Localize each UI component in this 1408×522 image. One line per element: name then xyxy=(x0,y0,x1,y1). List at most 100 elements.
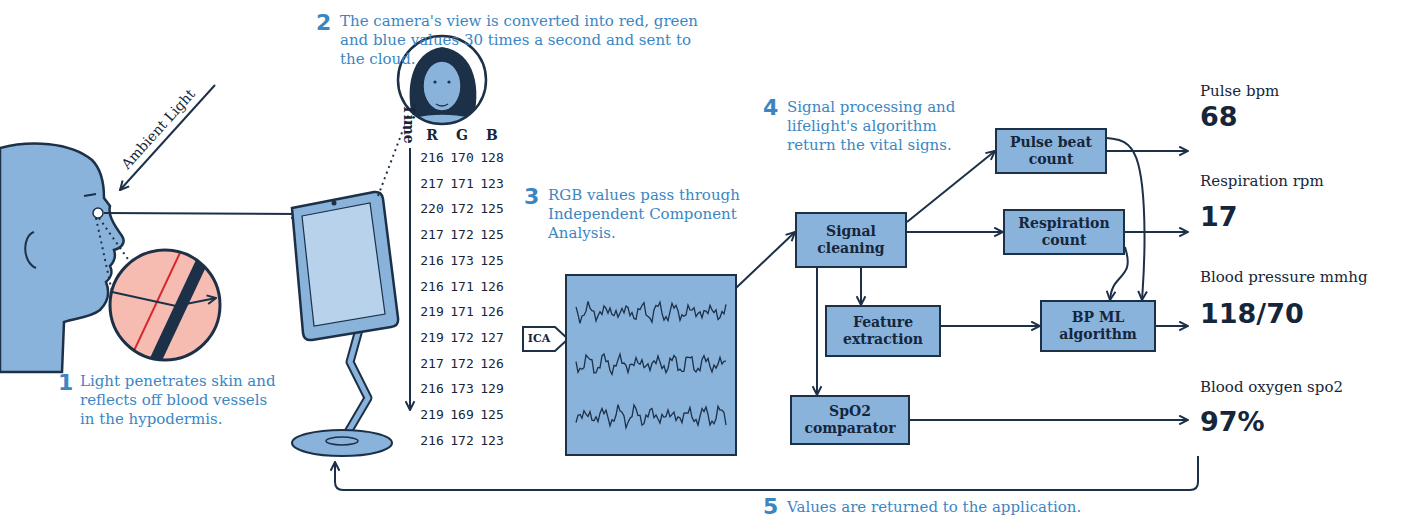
face-profile xyxy=(0,144,124,372)
table-cell: 128 xyxy=(477,150,507,166)
face-profile xyxy=(25,232,36,268)
table-cell: 172 xyxy=(447,433,477,449)
skin-magnifier xyxy=(105,245,230,370)
table-cell: 170 xyxy=(447,150,477,166)
column-header: G xyxy=(447,127,477,143)
process-box: Pulse beat count xyxy=(995,128,1107,174)
portrait xyxy=(447,80,450,83)
signal-trace xyxy=(576,405,726,428)
table-cell: 127 xyxy=(477,330,507,346)
step-number: 3 xyxy=(524,186,539,208)
table-cell: 123 xyxy=(477,176,507,192)
tablet-stand xyxy=(326,437,358,445)
process-box: Signal cleaning xyxy=(795,212,907,268)
table-cell: 171 xyxy=(447,176,477,192)
portrait xyxy=(410,47,477,124)
tablet-stand xyxy=(348,326,368,432)
process-box: Respiration count xyxy=(1003,209,1125,255)
waveform xyxy=(576,301,726,427)
step-number: 5 xyxy=(763,496,778,518)
flow-arrow xyxy=(816,268,818,395)
table-cell: 172 xyxy=(447,201,477,217)
table-cell: 173 xyxy=(447,381,477,397)
table-cell: 220 xyxy=(417,201,447,217)
step-number: 4 xyxy=(763,97,778,119)
vital-value: 68 xyxy=(1200,101,1238,132)
skin-magnifier xyxy=(112,292,216,306)
tablet-stand xyxy=(292,430,392,456)
box-label: SpO2 comparator xyxy=(800,403,900,437)
ica-label: ICA xyxy=(522,332,556,345)
table-cell: 216 xyxy=(417,279,447,295)
box-label: BP ML algorithm xyxy=(1050,309,1146,343)
time-axis xyxy=(409,148,411,410)
zoom-line xyxy=(99,218,130,262)
portrait xyxy=(433,80,436,83)
table-cell: 217 xyxy=(417,356,447,372)
table-cell: 217 xyxy=(417,227,447,243)
portrait xyxy=(423,61,461,111)
output-arrow xyxy=(1107,150,1188,152)
tablet-stand xyxy=(292,192,398,456)
light-ray xyxy=(120,85,215,190)
table-cell: 216 xyxy=(417,433,447,449)
table-cell: 216 xyxy=(417,381,447,397)
face-profile xyxy=(84,194,96,196)
vital-name: Pulse bpm xyxy=(1200,82,1279,100)
waveform-panel xyxy=(566,275,736,455)
flow-arrow xyxy=(860,268,862,305)
axis-label: Time xyxy=(401,104,417,143)
table-cell: 129 xyxy=(477,381,507,397)
table-cell: 216 xyxy=(417,253,447,269)
vital-name: Respiration rpm xyxy=(1200,172,1324,190)
table-cell: 169 xyxy=(447,407,477,423)
table-cell: 125 xyxy=(477,253,507,269)
box-label: Signal cleaning xyxy=(805,223,897,257)
step-text: RGB values pass through Independent Comp… xyxy=(548,186,763,243)
table-cell: 172 xyxy=(447,227,477,243)
table-cell: 172 xyxy=(447,356,477,372)
vital-value: 97% xyxy=(1200,406,1265,437)
table-cell: 123 xyxy=(477,433,507,449)
table-cell: 126 xyxy=(477,279,507,295)
box-label: Pulse beat count xyxy=(1005,134,1097,168)
table-cell: 125 xyxy=(477,407,507,423)
table-cell: 172 xyxy=(447,330,477,346)
output-arrow xyxy=(910,419,1188,421)
step-text: Values are returned to the application. xyxy=(787,498,1081,517)
process-box: SpO2 comparator xyxy=(790,395,910,445)
ica-tag xyxy=(523,327,568,351)
tablet-stand xyxy=(332,201,337,206)
face-profile xyxy=(0,144,124,372)
skin-magnifier xyxy=(110,250,220,360)
table-cell: 219 xyxy=(417,407,447,423)
flow-arrow xyxy=(907,231,1003,233)
step-text: The camera's view is converted into red,… xyxy=(340,12,710,69)
step-text: Light penetrates skin and reflects off b… xyxy=(80,372,285,429)
flow-arrow xyxy=(941,325,1040,327)
vital-name: Blood pressure mmhg xyxy=(1200,268,1367,286)
box-label: Respiration count xyxy=(1013,215,1115,249)
step-number: 1 xyxy=(58,372,73,394)
vital-name: Blood oxygen spo2 xyxy=(1200,378,1343,396)
step-number: 2 xyxy=(316,12,331,34)
box-label: Feature extraction xyxy=(835,314,931,348)
table-cell: 217 xyxy=(417,176,447,192)
signal-trace xyxy=(576,301,726,323)
tablet-stand xyxy=(302,203,385,326)
portrait xyxy=(436,104,448,106)
zoom-line xyxy=(96,218,112,292)
table-cell: 171 xyxy=(447,304,477,320)
table-cell: 173 xyxy=(447,253,477,269)
table-cell: 171 xyxy=(447,279,477,295)
return-arrow xyxy=(335,456,1198,490)
table-cell: 219 xyxy=(417,304,447,320)
tablet-stand xyxy=(348,326,368,432)
tablet-stand xyxy=(292,192,398,340)
skin-point xyxy=(93,208,103,218)
skin-magnifier xyxy=(105,240,230,372)
table-cell: 125 xyxy=(477,227,507,243)
